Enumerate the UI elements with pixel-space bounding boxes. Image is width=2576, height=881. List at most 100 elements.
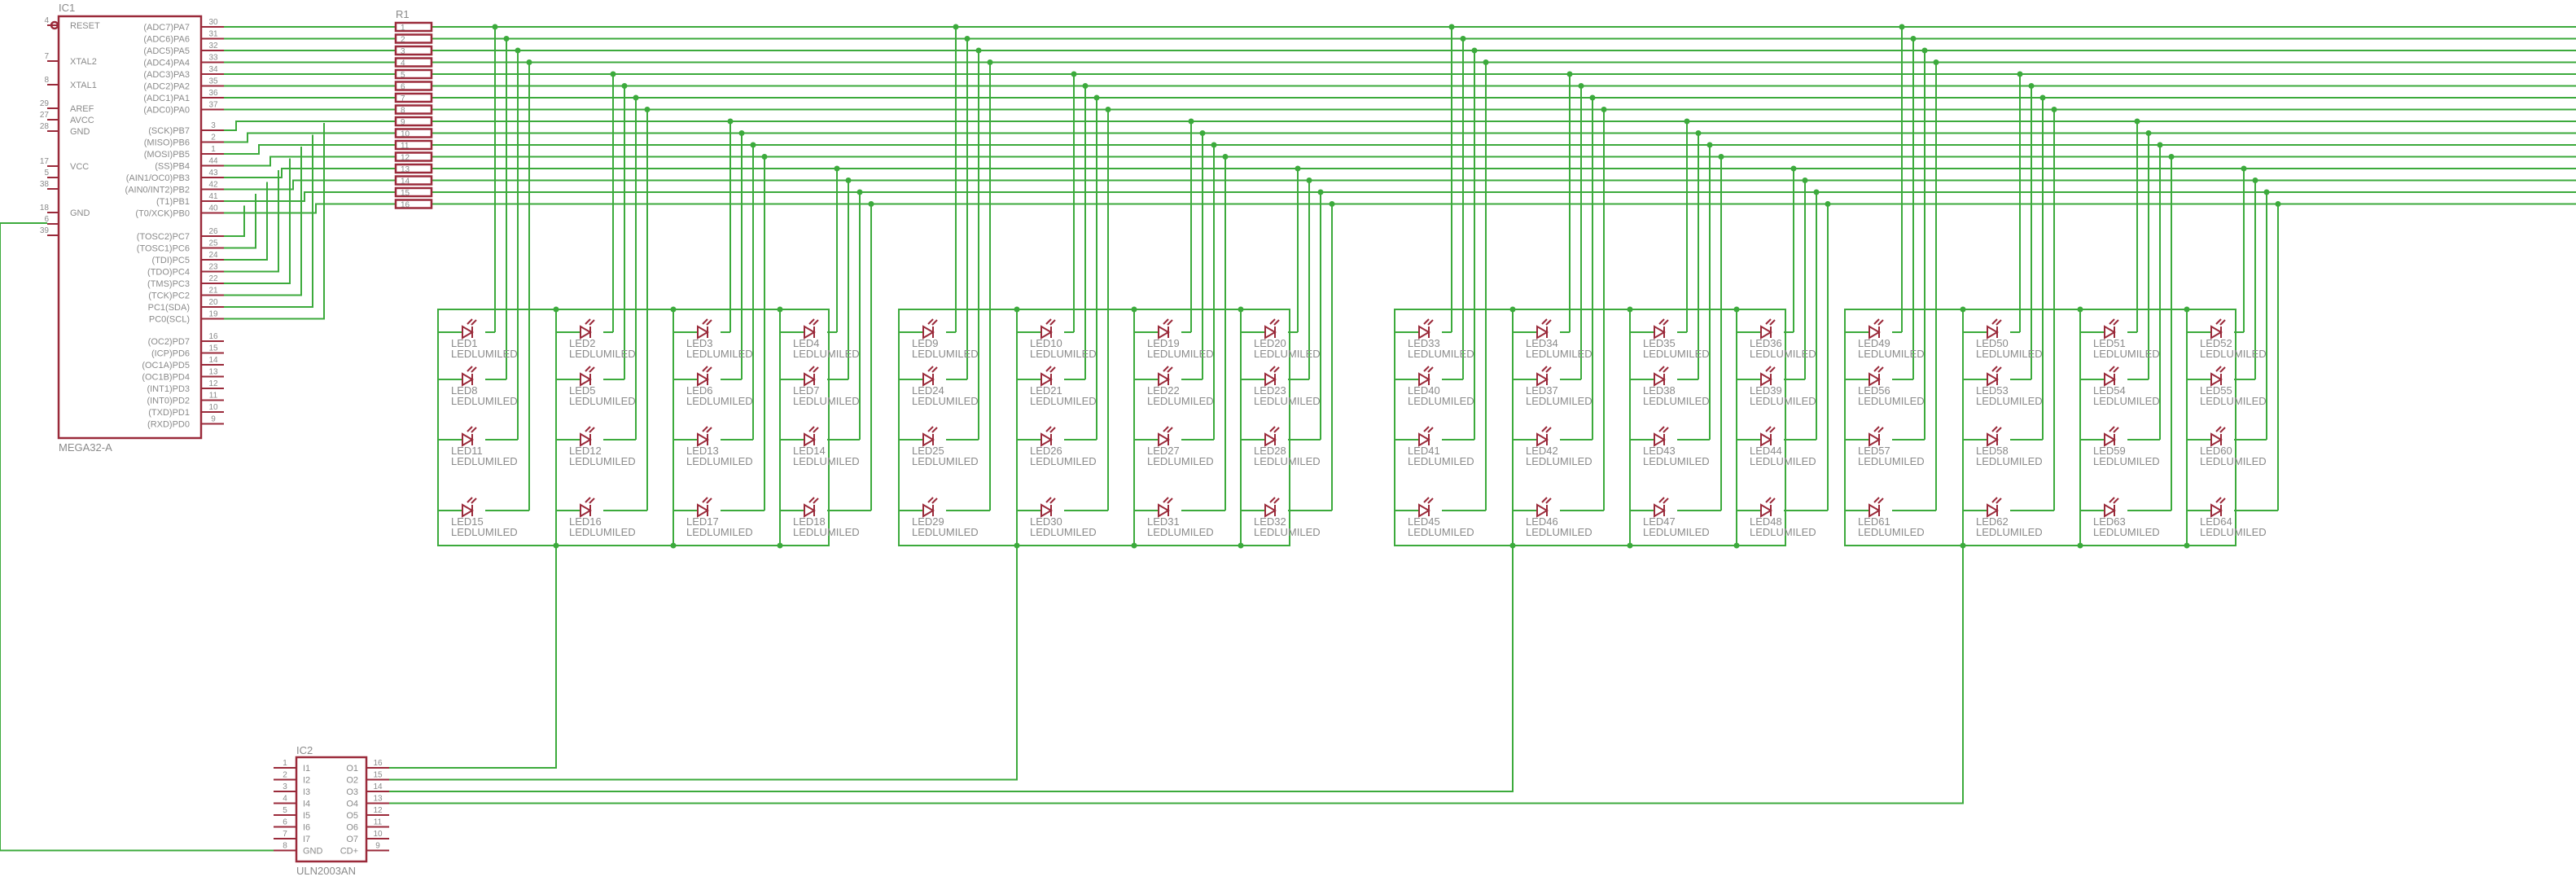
led-emission-arrow [1049,427,1056,433]
ic1-left-pin-number: 27 [40,111,50,120]
r1-resistor [394,57,433,68]
junction-dot [738,130,745,136]
ic1-right-pin-name: (ADC5)PA5 [143,46,190,56]
led-triangle [1158,372,1170,387]
ic1-right-pin-number: 2 [211,134,216,142]
led-emission-arrow [1167,427,1173,433]
junction-dot [1627,306,1633,313]
ic1-right-pin-name: (TDO)PC4 [147,268,190,278]
led-symbol [2104,426,2119,447]
ic1-right-pin-name: PC1(SDA) [148,303,190,313]
junction-dot [2077,306,2083,313]
led-symbol [2210,366,2226,387]
junction-dot [1601,107,1607,112]
led-emission-arrow [585,318,591,325]
junction-dot [1093,94,1100,101]
ic2-right-pin-number: 10 [373,830,383,839]
ic1-right-pin-name: (ADC2)PA2 [143,82,190,92]
ic2-right-pin-name: O4 [346,800,358,809]
junction-dot [2252,178,2258,183]
led-type: LEDLUMILED [1750,395,1816,407]
led-type: LEDLUMILED [793,395,860,407]
led-emission-arrow [467,497,473,503]
ic1-right-pin-number: 24 [208,251,218,260]
led-triangle [1760,325,1772,340]
junction-dot [2184,306,2190,313]
led-triangle [804,432,816,447]
r1-resistor [394,68,433,80]
led-symbol [1654,366,1669,387]
junction-dot [1329,201,1335,207]
junction-dot [1509,542,1516,549]
junction-dot [1933,59,1939,65]
ic1-right-pin-name: (OC1A)PD5 [142,361,190,370]
led-type: LEDLUMILED [1858,455,1925,467]
led-name: LED47 [1643,515,1676,528]
junction-layer [492,24,2281,549]
led-emission-arrow [1273,427,1280,433]
ic1-left-pin-number: 38 [40,180,50,189]
ic1-left-pin-name: VCC [70,162,89,172]
led-triangle [1158,503,1170,518]
ic1-ref: IC1 [59,2,75,14]
ic1-left-pin-name: XTAL1 [70,81,97,90]
r1-pin-number: 6 [401,83,405,92]
led-name: LED60 [2200,445,2232,457]
led-emission-arrow [1423,318,1430,325]
led-type: LEDLUMILED [1408,395,1474,407]
led-symbol [1040,318,1056,340]
led-triangle [1760,503,1772,518]
led-name: LED34 [1526,337,1558,349]
led-symbol [1987,318,2002,340]
led-emission-arrow [1765,426,1772,432]
led-symbol [462,426,477,447]
led-emission-arrow [1545,427,1552,433]
led-emission-arrow [1873,497,1880,503]
led-triangle [2210,372,2223,387]
led-emission-arrow [1658,426,1665,432]
r1-resistor [394,104,433,115]
led-type: LEDLUMILED [451,526,518,538]
ic1-right-pin-number: 3 [211,121,216,130]
led-type: LEDLUMILED [1526,526,1592,538]
led-name: LED39 [1750,384,1782,397]
led-triangle [1868,432,1881,447]
junction-dot [610,71,616,77]
led-type: LEDLUMILED [1643,526,1710,538]
ic2-output-net [389,546,1018,781]
led-type: LEDLUMILED [1030,526,1097,538]
led-symbol [1868,318,1884,340]
junction-dot [633,94,639,101]
led-emission-arrow [813,497,819,504]
led-emission-arrow [1663,319,1669,326]
led-name: LED37 [1526,384,1558,397]
led-emission-arrow [589,427,595,433]
led-emission-arrow [471,319,477,326]
led-type: LEDLUMILED [1750,348,1816,360]
led-name: LED16 [569,515,602,528]
ic1-right-pin-number: 41 [208,192,218,201]
led-symbol [1264,366,1280,387]
ic1-right-pin-name: (TMS)PC3 [147,279,190,289]
junction-dot [1578,83,1584,89]
pb-row-net [224,156,396,167]
led-emission-arrow [931,427,938,433]
led-emission-arrow [813,319,819,326]
led-triangle [1158,325,1170,340]
led-name: LED10 [1030,337,1062,349]
led-triangle [1536,432,1549,447]
led-symbol [697,366,712,387]
led-name: LED18 [793,515,826,528]
led-name: LED26 [1030,445,1062,457]
led-emission-arrow [1167,366,1173,373]
led-emission-arrow [1269,366,1276,372]
led-type: LEDLUMILED [2200,395,2267,407]
junction-dot [1238,542,1244,549]
led-emission-arrow [1877,427,1884,433]
junction-dot [1790,165,1797,172]
led-triangle [1987,503,1999,518]
led-name: LED42 [1526,445,1558,457]
ic1-left-pin-number: 18 [40,204,50,213]
led-emission-arrow [808,497,815,503]
pc-net [224,194,256,249]
